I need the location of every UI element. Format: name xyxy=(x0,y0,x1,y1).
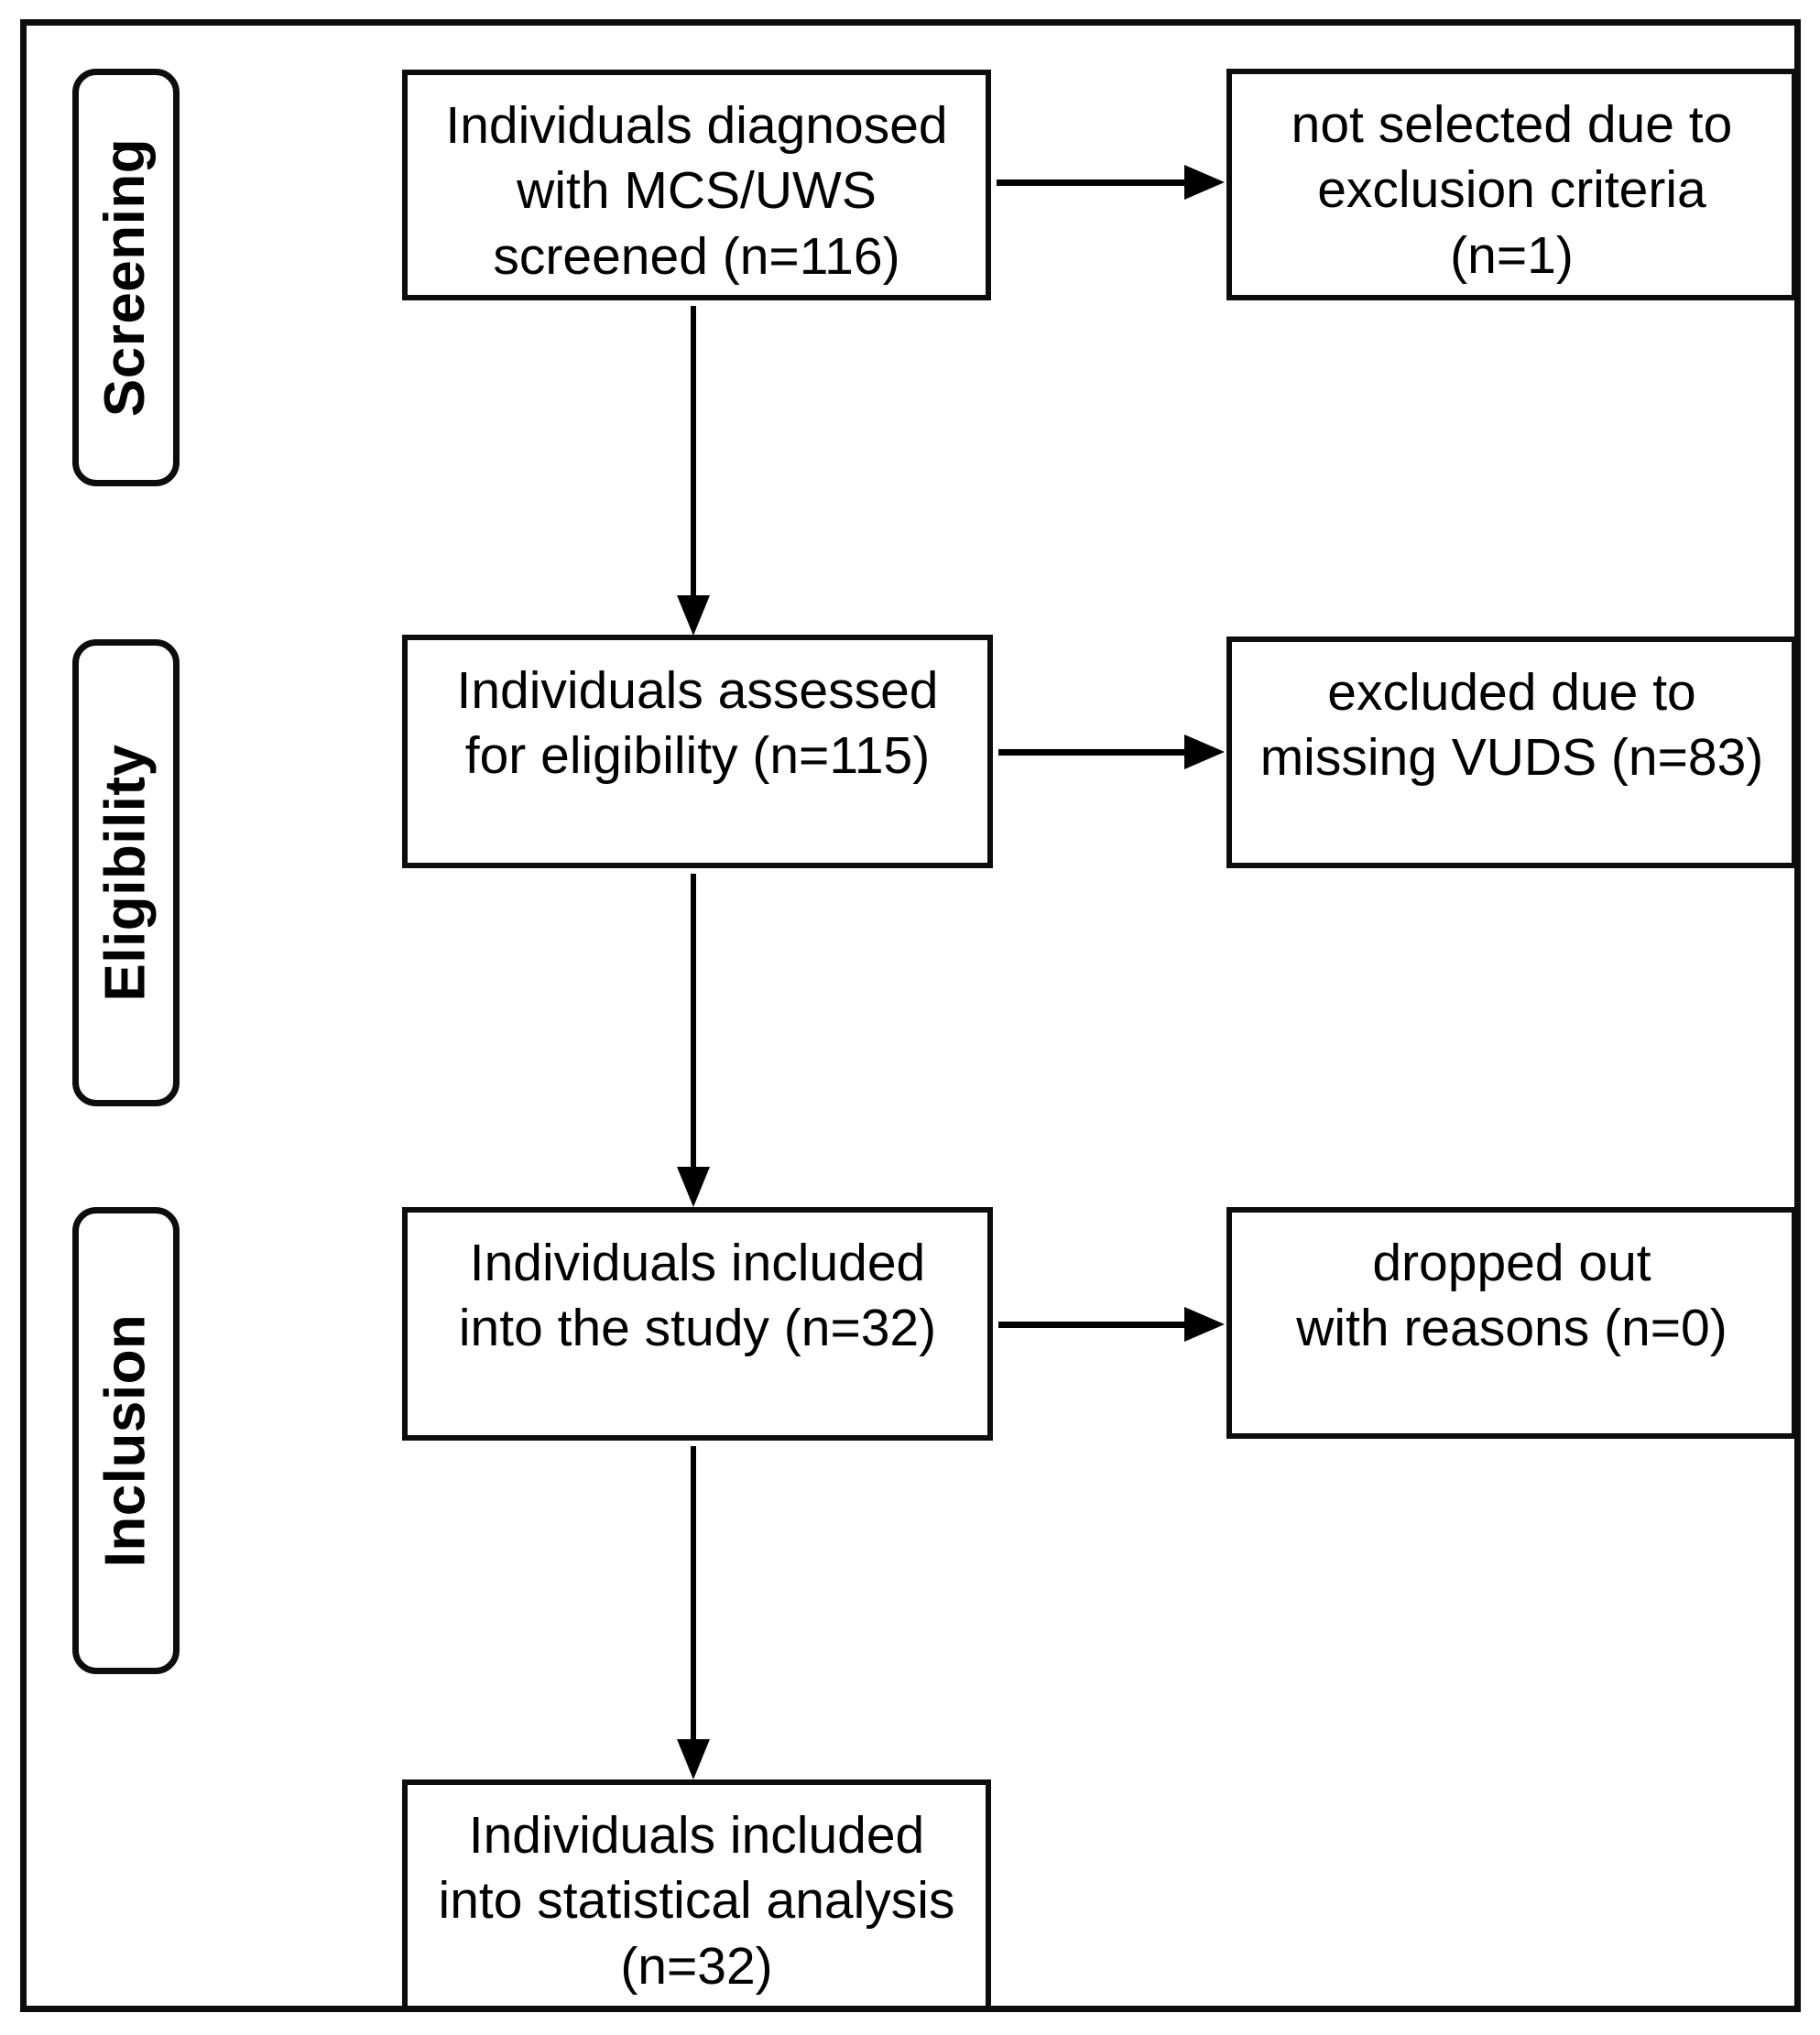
diagram-outer-frame: Screening Eligibility Inclusion Individu… xyxy=(20,19,1801,2012)
stage-pill-eligibility: Eligibility xyxy=(72,639,180,1106)
flow-node-not-selected-text: not selected due to exclusion criteria (… xyxy=(1291,95,1733,285)
arrow-stem xyxy=(691,874,696,1167)
arrow-stem xyxy=(997,180,1184,186)
arrow-stem xyxy=(998,749,1184,756)
arrow-head-down-icon xyxy=(677,1167,710,1207)
arrow-head-right-icon xyxy=(1184,735,1225,769)
stage-pill-eligibility-label: Eligibility xyxy=(93,744,158,1002)
flow-node-included-stats-text: Individuals included into statistical an… xyxy=(438,1806,955,1996)
stage-pill-inclusion: Inclusion xyxy=(72,1207,180,1674)
arrow-head-down-icon xyxy=(677,1739,710,1779)
flow-node-screened: Individuals diagnosed with MCS/UWS scree… xyxy=(402,70,991,300)
flow-node-assessed-text: Individuals assessed for eligibility (n=… xyxy=(456,661,939,786)
flow-node-included-stats: Individuals included into statistical an… xyxy=(402,1779,991,2011)
stage-pill-screening-label: Screening xyxy=(93,137,158,418)
stage-pill-screening: Screening xyxy=(72,69,180,486)
flow-node-not-selected: not selected due to exclusion criteria (… xyxy=(1226,69,1797,300)
flow-node-dropped-out: dropped out with reasons (n=0) xyxy=(1226,1207,1797,1439)
arrow-stem xyxy=(691,1446,696,1739)
stage-pill-inclusion-label: Inclusion xyxy=(93,1313,158,1568)
flow-node-excluded-vuds: excluded due to missing VUDS (n=83) xyxy=(1226,637,1797,868)
arrow-stem xyxy=(998,1322,1184,1328)
arrow-head-down-icon xyxy=(677,595,710,636)
flow-node-included-study-text: Individuals included into the study (n=3… xyxy=(458,1234,937,1358)
flow-node-excluded-vuds-text: excluded due to missing VUDS (n=83) xyxy=(1259,663,1764,788)
arrow-head-right-icon xyxy=(1184,1307,1225,1342)
arrow-head-right-icon xyxy=(1184,165,1225,200)
arrow-stem xyxy=(691,306,696,595)
flow-node-included-study: Individuals included into the study (n=3… xyxy=(402,1207,993,1441)
flow-node-dropped-out-text: dropped out with reasons (n=0) xyxy=(1296,1234,1727,1358)
flow-node-screened-text: Individuals diagnosed with MCS/UWS scree… xyxy=(445,96,948,286)
flow-node-assessed: Individuals assessed for eligibility (n=… xyxy=(402,635,993,868)
